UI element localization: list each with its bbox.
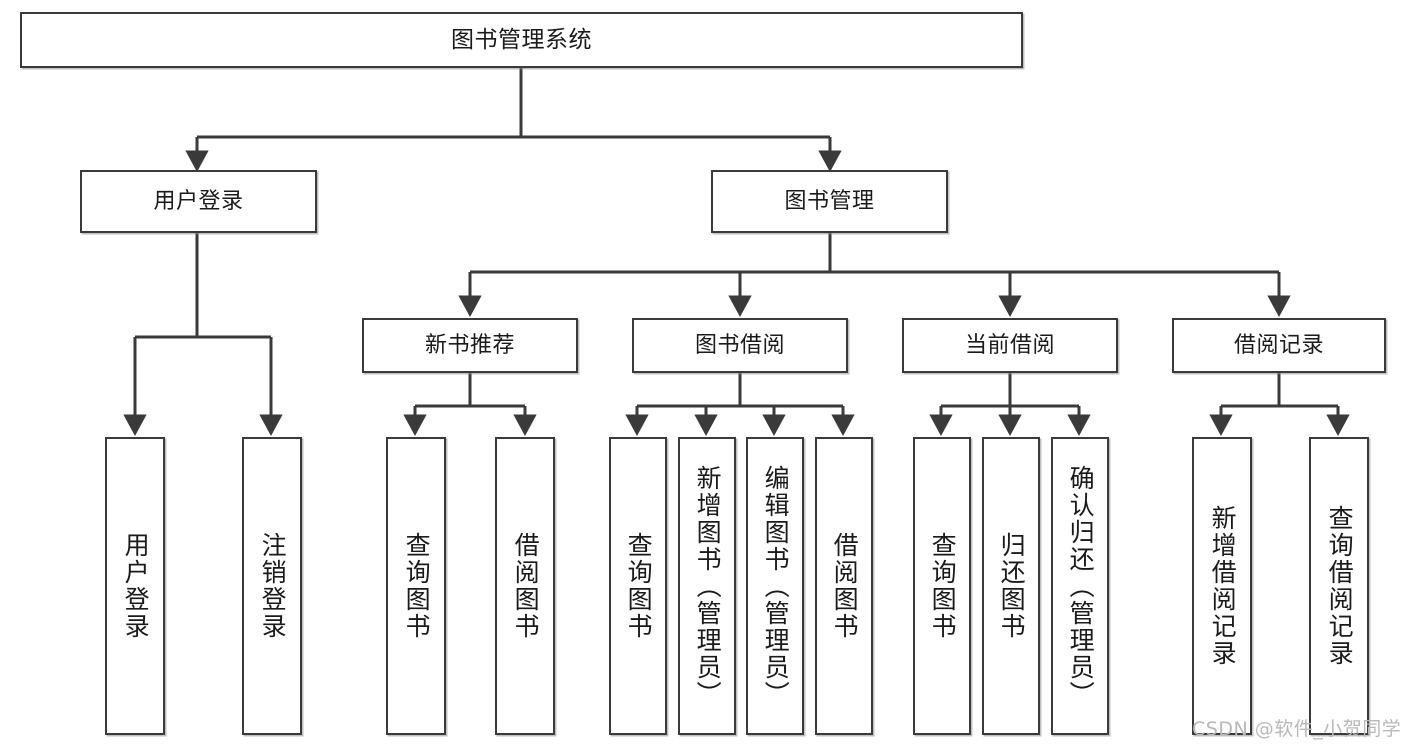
leaf-query-book-2[interactable]: 查询图书: [609, 437, 667, 735]
node-label: 新增借阅记录: [1208, 505, 1238, 667]
node-label: 注销登录: [258, 532, 288, 640]
node-label: 借阅记录: [1233, 332, 1324, 358]
node-label: 归还图书: [997, 532, 1027, 640]
node-label: 用户登录: [153, 188, 244, 214]
node-label: 查询图书: [928, 532, 958, 640]
leaf-borrow-book-1[interactable]: 借阅图书: [495, 437, 555, 735]
leaf-add-book[interactable]: 新增图书（管理员）: [678, 437, 736, 735]
leaf-user-login[interactable]: 用户登录: [105, 437, 165, 735]
node-label: 当前借阅: [964, 332, 1055, 358]
node-label: 查询借阅记录: [1325, 505, 1355, 667]
node-root-system[interactable]: 图书管理系统: [20, 12, 1023, 68]
node-label: 查询图书: [402, 532, 432, 640]
leaf-query-book-3[interactable]: 查询图书: [913, 437, 971, 735]
node-book-management[interactable]: 图书管理: [711, 170, 948, 233]
leaf-confirm-return[interactable]: 确认归还（管理员）: [1051, 437, 1109, 735]
leaf-return-book[interactable]: 归还图书: [982, 437, 1040, 735]
node-label: 新增图书（管理员）: [693, 464, 723, 708]
node-label: 用户登录: [121, 532, 151, 640]
leaf-user-logout[interactable]: 注销登录: [242, 437, 302, 735]
node-current-borrow[interactable]: 当前借阅: [902, 318, 1118, 373]
node-label: 图书借阅: [694, 332, 785, 358]
leaf-query-book-1[interactable]: 查询图书: [386, 437, 446, 735]
node-label: 查询图书: [624, 532, 654, 640]
node-label: 图书管理系统: [451, 26, 592, 53]
node-label: 编辑图书（管理员）: [761, 464, 791, 708]
node-new-book-recommend[interactable]: 新书推荐: [362, 318, 578, 373]
leaf-query-record[interactable]: 查询借阅记录: [1309, 437, 1369, 735]
leaf-borrow-book-2[interactable]: 借阅图书: [815, 437, 873, 735]
node-book-borrow[interactable]: 图书借阅: [632, 318, 848, 373]
leaf-add-record[interactable]: 新增借阅记录: [1192, 437, 1252, 735]
csdn-watermark: CSDN @软件_小贺同学: [1192, 718, 1402, 740]
leaf-edit-book[interactable]: 编辑图书（管理员）: [746, 437, 804, 735]
node-user-login[interactable]: 用户登录: [80, 170, 317, 233]
node-label: 借阅图书: [830, 532, 860, 640]
node-label: 新书推荐: [424, 332, 515, 358]
node-label: 图书管理: [784, 188, 875, 214]
node-borrow-record[interactable]: 借阅记录: [1172, 318, 1386, 373]
node-label: 确认归还（管理员）: [1066, 464, 1096, 708]
node-label: 借阅图书: [511, 532, 541, 640]
